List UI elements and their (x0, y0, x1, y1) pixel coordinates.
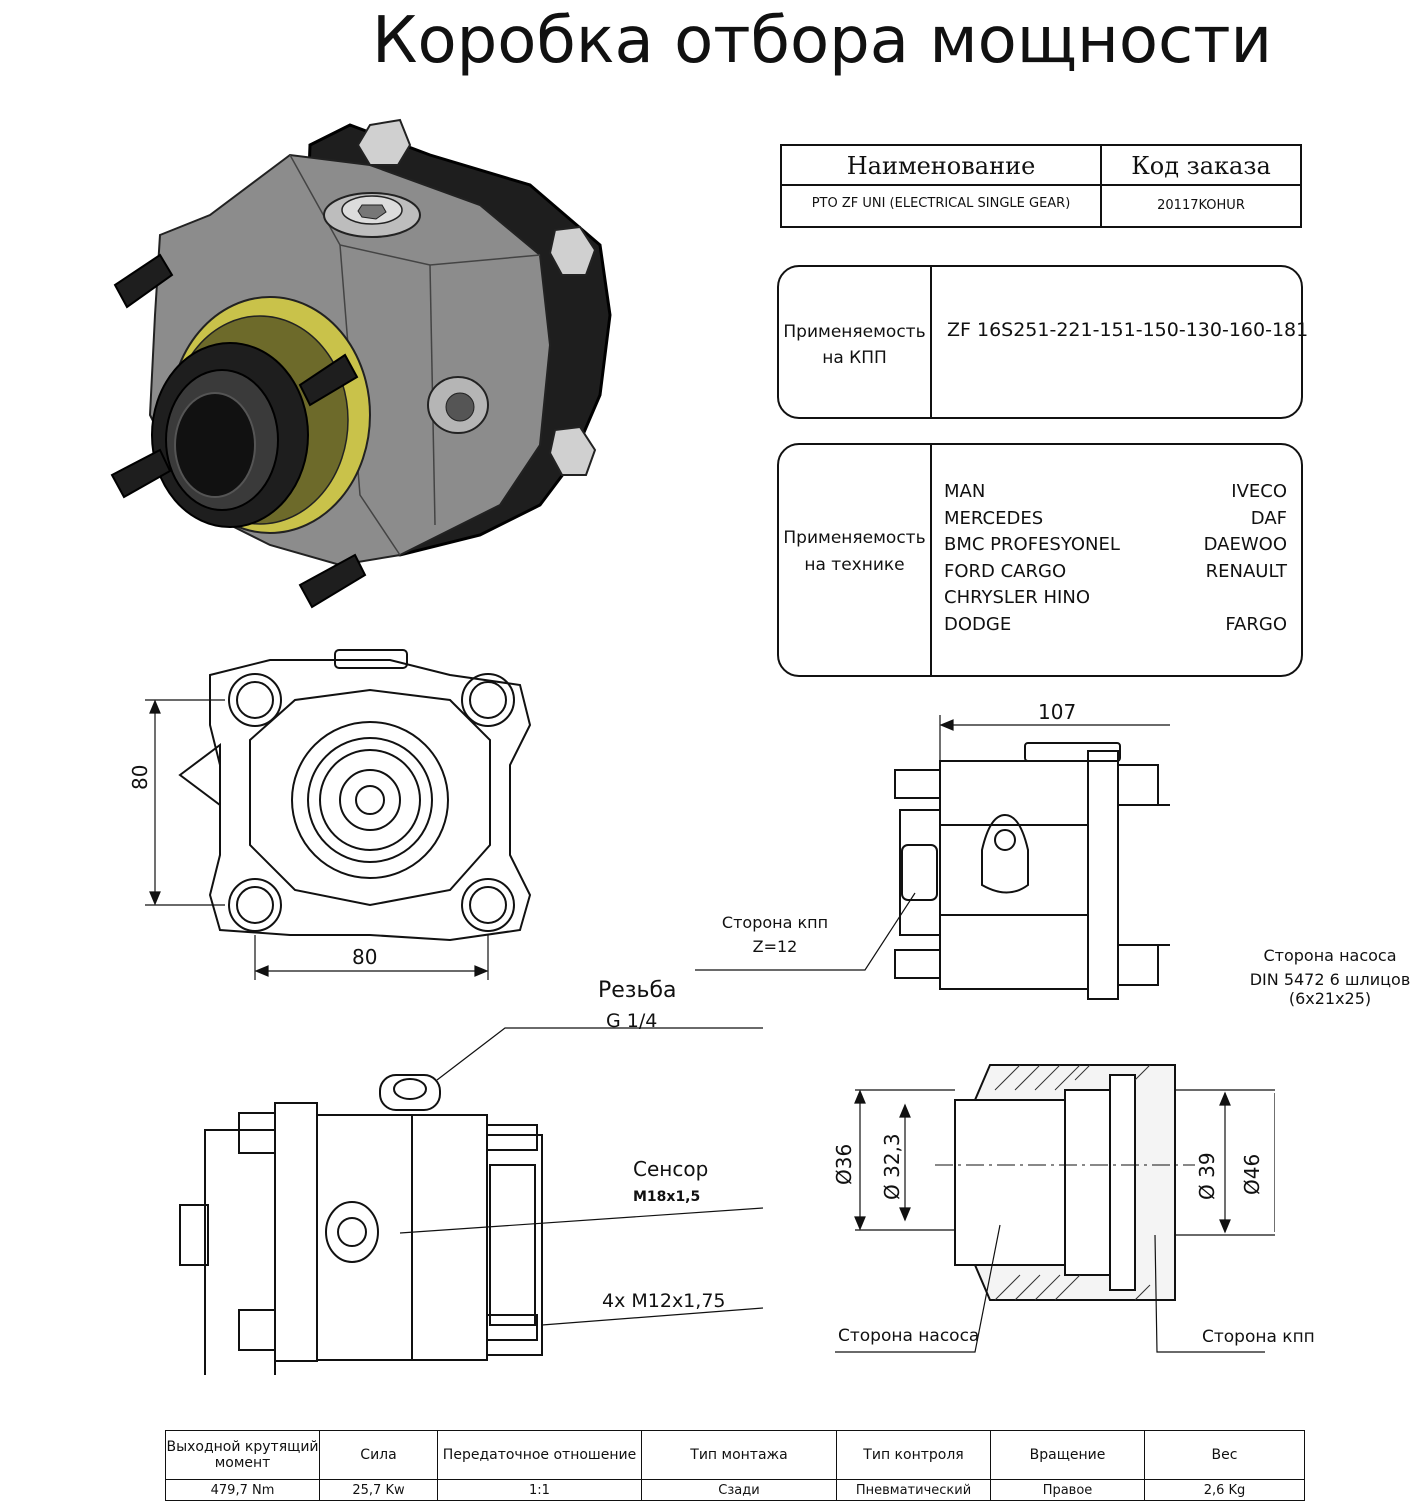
section-view-drawing (835, 1064, 1275, 1353)
box-divider (930, 267, 932, 417)
side-view-drawing (695, 715, 1170, 1000)
section-gearbox-side: Сторона кпп (1202, 1327, 1315, 1347)
brand-item: DODGE (944, 613, 1012, 635)
brand-item: IVECO (1231, 481, 1287, 502)
section-dim-32-3: Ø 32,3 (880, 1133, 904, 1200)
pto-3d-illustration (110, 118, 612, 609)
sensor-value: M18x1,5 (633, 1189, 701, 1205)
side-pump-note-line3: (6x21x25) (1288, 989, 1372, 1008)
bottom-view-drawing (179, 1027, 764, 1375)
spec-value-control: Пневматический (836, 1479, 991, 1501)
spec-header-rotation: Вращение (990, 1430, 1145, 1480)
spec-header-weight: Вес (1144, 1430, 1305, 1480)
gearbox-applicability-box: Применяемость на КПП ZF 16S251-221-151-1… (777, 265, 1308, 419)
vehicle-brands-left: MAN MERCEDES BMC PROFESYONEL FORD CARGO … (944, 479, 1120, 638)
spec-header-mount: Тип монтажа (641, 1430, 837, 1480)
thread-label: Резьба (598, 978, 677, 1003)
order-product-name: PTO ZF UNI (ELECTRICAL SINGLE GEAR) (782, 186, 1102, 226)
side-pump-note-line2: DIN 5472 6 шлицов (1249, 970, 1411, 989)
brand-item: RENAULT (1205, 560, 1287, 582)
side-pump-note-line1: Сторона насоса (1263, 946, 1397, 965)
spec-value-weight: 2,6 Kg (1144, 1479, 1305, 1501)
vehicle-label-line2: на технике (804, 555, 905, 575)
brand-item: DAEWOO (1203, 534, 1287, 555)
section-dim-39: Ø 39 (1195, 1152, 1219, 1200)
vehicle-brands-right: IVECO DAF DAEWOO RENAULT FARGO (1189, 479, 1287, 638)
brand-item: FORD CARGO (944, 560, 1067, 582)
side-gearbox-note-line1: Сторона кпп (721, 913, 829, 932)
section-dim-36: Ø36 (832, 1143, 856, 1185)
brand-item (1189, 585, 1287, 612)
spec-header-torque: Выходной крутящий момент (165, 1430, 320, 1480)
brand-item: MERCEDES (944, 507, 1044, 529)
bolts-label: 4x M12x1,75 (602, 1290, 726, 1312)
section-pump-side: Сторона насоса (838, 1326, 980, 1346)
spec-value-power: 25,7 Kw (319, 1479, 438, 1501)
brand-item: CHRYSLER HINO (944, 587, 1090, 608)
side-length-dimension: 107 (1038, 700, 1077, 724)
gearbox-label-line2: на КПП (822, 348, 887, 368)
spec-value-rotation: Правое (990, 1479, 1145, 1501)
section-dim-46: Ø46 (1240, 1153, 1264, 1195)
side-gearbox-note-line2: Z=12 (752, 937, 798, 956)
thread-value: G 1/4 (606, 1010, 658, 1032)
spec-header-control: Тип контроля (836, 1430, 991, 1480)
box-divider (930, 445, 932, 675)
spec-table: Выходной крутящий момент Сила Передаточн… (165, 1430, 1305, 1501)
order-table: Наименование Код заказа PTO ZF UNI (ELEC… (780, 144, 1302, 228)
front-view-drawing (145, 649, 532, 980)
spec-header-ratio: Передаточное отношение (437, 1430, 642, 1480)
order-product-code: 20117KOHUR (1157, 198, 1245, 213)
front-width-dimension: 80 (352, 945, 378, 969)
front-height-dimension: 80 (128, 764, 152, 790)
brand-item: MAN (944, 481, 986, 502)
spec-header-power: Сила (319, 1430, 438, 1480)
spec-value-row: 479,7 Nm 25,7 Kw 1:1 Сзади Пневматически… (165, 1479, 1305, 1501)
sensor-label: Сенсор (633, 1157, 709, 1181)
vehicle-applicability-box: Применяемость на технике MAN MERCEDES BM… (777, 443, 1303, 677)
brand-item: BMC PROFESYONEL (944, 534, 1120, 555)
brand-item: DAF (1250, 507, 1287, 529)
spec-value-ratio: 1:1 (437, 1479, 642, 1501)
spec-value-torque: 479,7 Nm (165, 1479, 320, 1501)
spec-value-mount: Сзади (641, 1479, 837, 1501)
gearbox-models: ZF 16S251-221-151-150-130-160-181 (947, 319, 1309, 341)
gearbox-label-line1: Применяемость (783, 322, 926, 342)
vehicle-label-line1: Применяемость (783, 528, 926, 548)
order-header-code: Код заказа (1102, 146, 1300, 186)
spec-header-row: Выходной крутящий момент Сила Передаточн… (165, 1430, 1305, 1480)
order-header-name: Наименование (782, 146, 1102, 186)
page-title: Коробка отбора мощности (372, 4, 1273, 78)
brand-item: FARGO (1225, 613, 1287, 635)
